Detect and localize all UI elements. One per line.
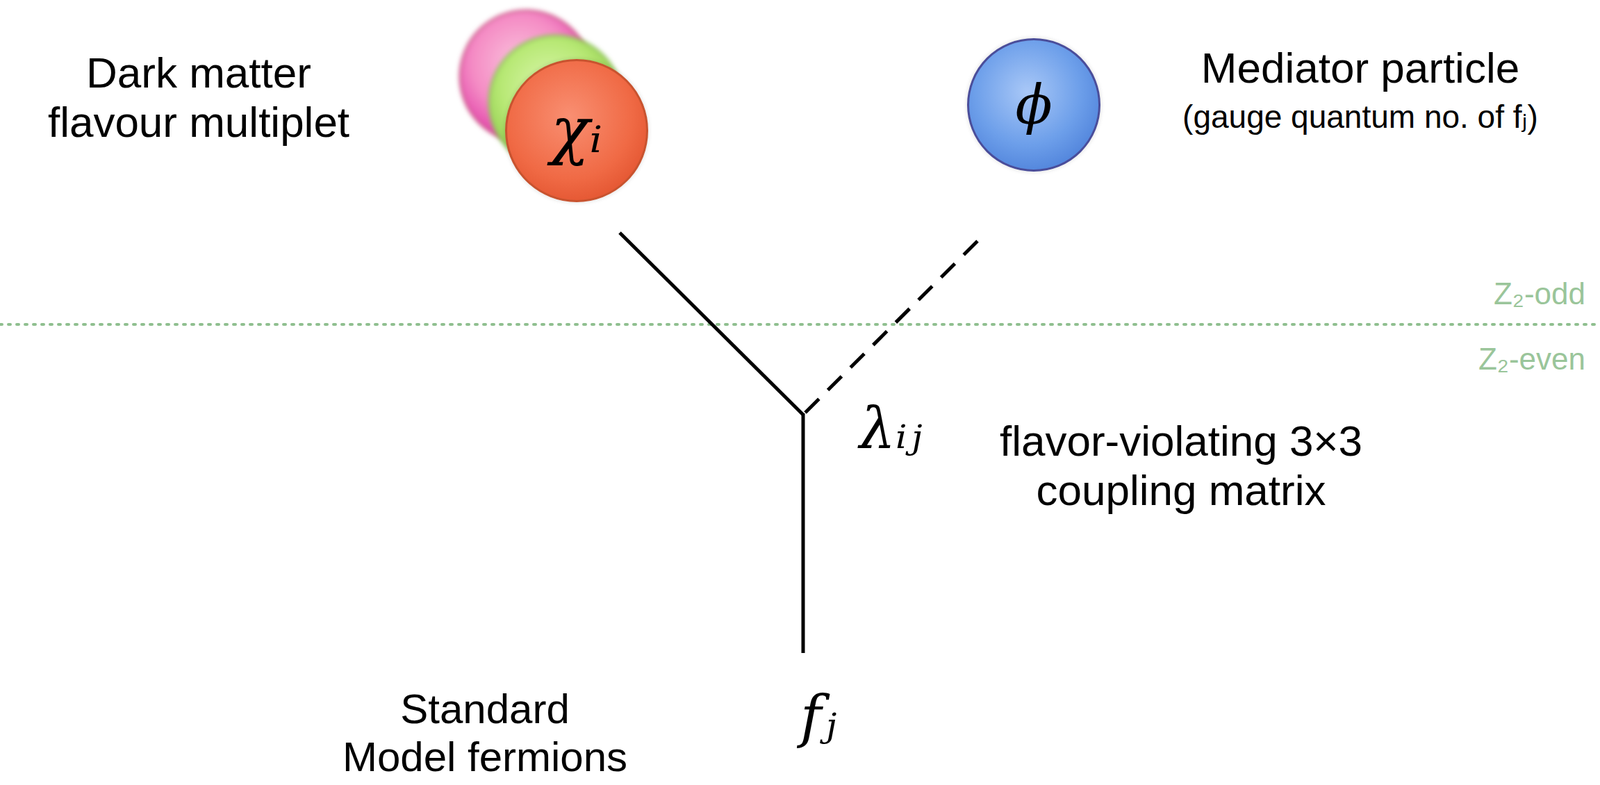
node-symbol: ϕ — [1015, 77, 1052, 133]
mediator-circle: ϕ — [967, 38, 1101, 172]
mediator-note: (gauge quantum no. of fⱼ) — [1182, 98, 1539, 136]
coupling-symbol: λᵢⱼ — [859, 400, 922, 458]
z2-even-label: Z₂-even — [1478, 341, 1586, 378]
z2-boundary-line — [0, 323, 1600, 326]
coupling-caption: flavor-violating 3×3 coupling matrix — [958, 416, 1404, 516]
fermion-caption: Standard Model fermions — [318, 685, 652, 781]
fermion-symbol: fⱼ — [800, 688, 837, 746]
z2-odd-label: Z₂-odd — [1493, 276, 1586, 312]
mediator-dashed-line — [803, 241, 978, 415]
mediator-caption: Mediator particle — [1201, 43, 1520, 93]
node-symbol: χᵢ — [550, 98, 603, 163]
dark-matter-circle: χᵢ — [505, 59, 649, 203]
dark-matter-caption: Dark matter flavour multiplet — [4, 47, 394, 148]
fermion-line — [801, 413, 806, 654]
dark-matter-line — [619, 232, 804, 415]
